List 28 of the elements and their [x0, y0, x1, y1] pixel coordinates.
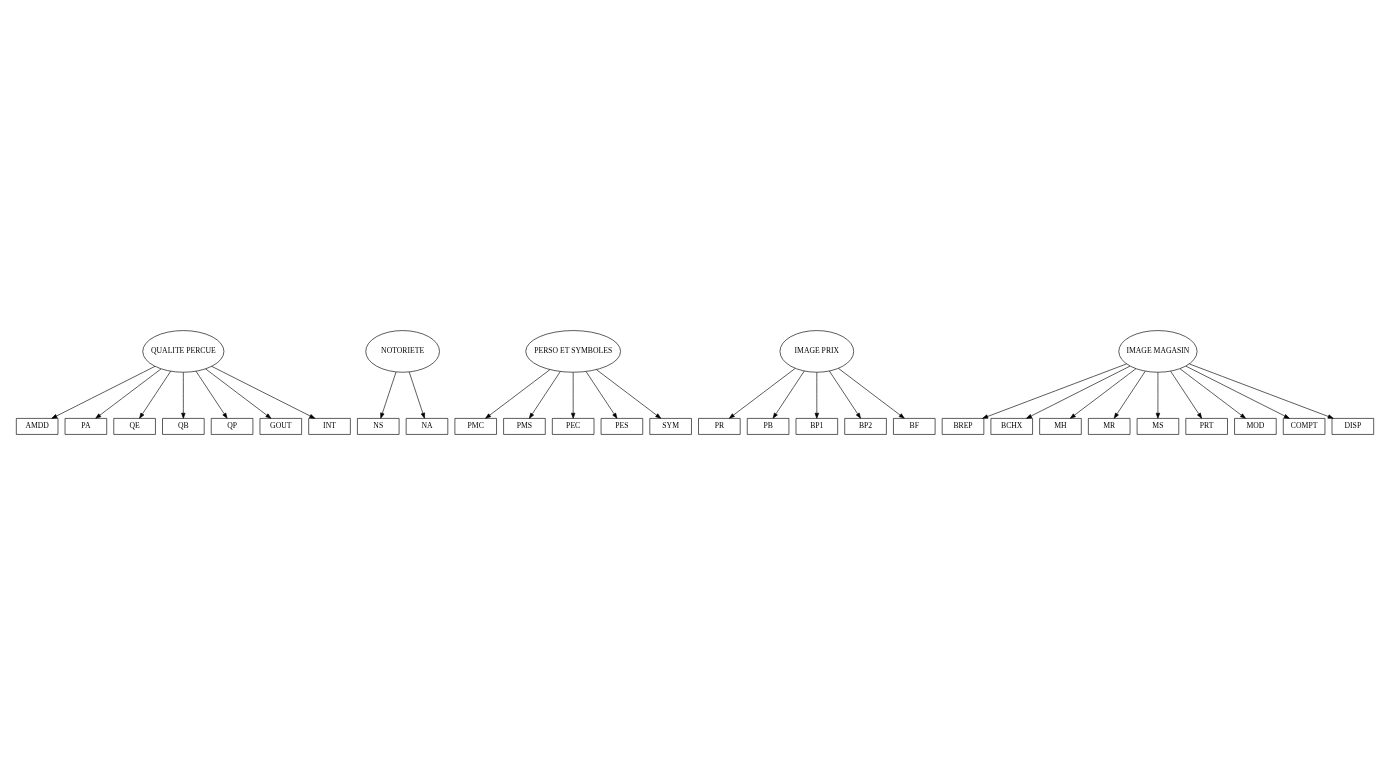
arrow [1179, 368, 1246, 419]
arrow [95, 368, 162, 419]
arrow [596, 369, 662, 419]
arrow [838, 368, 905, 419]
arrow [485, 369, 551, 419]
arrow [1185, 365, 1290, 419]
arrow [51, 366, 156, 419]
arrow [571, 372, 576, 419]
arrow [829, 370, 861, 419]
arrow [982, 363, 1127, 419]
arrow [380, 371, 397, 419]
arrow [1155, 372, 1161, 419]
arrow [205, 368, 272, 419]
arrow [814, 372, 819, 419]
arrow [585, 371, 618, 419]
arrow [139, 370, 171, 419]
arrow [1170, 370, 1202, 419]
arrow [408, 371, 425, 419]
arrow [211, 366, 316, 419]
arrow [1189, 363, 1334, 419]
arrow [181, 372, 186, 419]
arrow [729, 368, 796, 419]
arrow [1070, 368, 1137, 419]
arrow [772, 370, 805, 419]
arrow [195, 370, 228, 419]
arrow [1113, 370, 1146, 419]
arrow [529, 371, 561, 419]
arrow [1026, 365, 1131, 419]
